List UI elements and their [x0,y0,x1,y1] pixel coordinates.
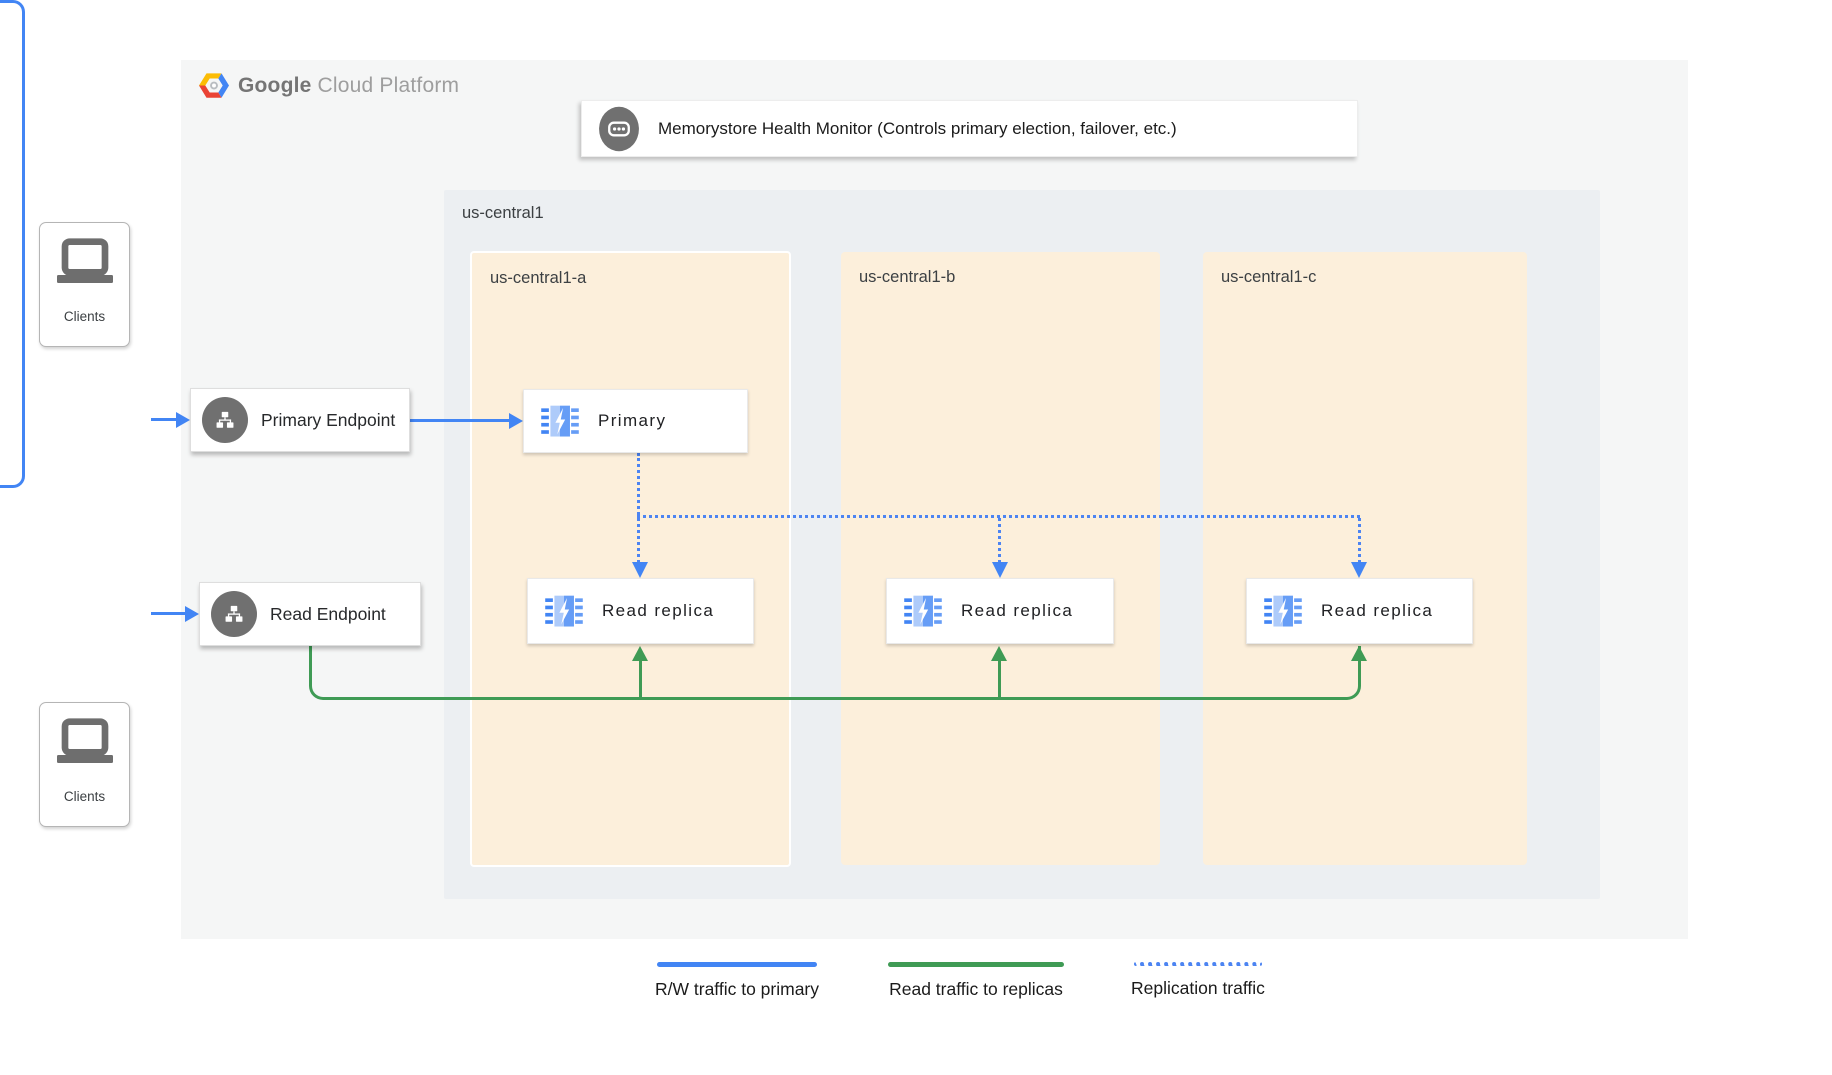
legend-item-rw-traffic: R/W traffic to primary [655,962,819,1000]
read-replica-c-node: Read replica [1246,578,1473,644]
read-branch-replica-b [998,660,1001,698]
arrowhead-into-primary [509,413,523,429]
clients-bottom-node: Clients [39,702,130,827]
zone-b-label: us-central1-b [859,268,956,286]
read-replica-c-label: Read replica [1321,601,1434,620]
laptop-icon [53,237,117,289]
console-dots-icon [596,105,642,153]
zone-a-label: us-central1-a [490,269,587,287]
legend-replication-label: Replication traffic [1131,978,1265,998]
logo-text-cloud-platform: Cloud Platform [317,73,460,97]
replication-arrowhead-replica-b [992,562,1008,578]
gcp-logo: Google Cloud Platform [199,72,459,99]
read-endpoint-node: Read Endpoint [199,582,421,646]
logo-text-google: Google [238,73,312,97]
read-replica-a-label: Read replica [602,601,715,620]
read-endpoint-label: Read Endpoint [270,603,386,624]
read-arrowhead-replica-c [1351,646,1367,661]
legend-read-label: Read traffic to replicas [889,979,1063,999]
rw-to-primary-line [410,419,511,422]
read-branch-replica-a [639,660,642,698]
replication-drop-zone-c [1358,518,1361,563]
clients-traffic-line [0,0,25,488]
arrowhead-into-primary-endpoint [176,412,190,428]
sitemap-icon [202,397,248,443]
arrowhead-into-read-endpoint [185,606,199,622]
rw-branch-line [151,418,179,421]
primary-endpoint-node: Primary Endpoint [190,388,410,452]
zone-us-central1-c: us-central1-c [1203,252,1527,865]
primary-endpoint-label: Primary Endpoint [261,409,396,430]
replication-line-primary-down [637,453,640,563]
memorystore-chip-icon [541,588,587,634]
primary-node: Primary [523,389,748,453]
zone-c-label: us-central1-c [1221,268,1317,286]
clients-top-node: Clients [39,222,130,347]
clients-bottom-label: Clients [63,789,106,804]
read-replica-b-label: Read replica [961,601,1074,620]
region-label: us-central1 [462,204,544,222]
read-replica-a-node: Read replica [527,578,754,644]
replication-arrowhead-replica-c [1351,562,1367,578]
legend-blue-solid-line [657,962,817,967]
laptop-icon [53,717,117,769]
legend-green-solid-line [888,962,1064,967]
region-us-central1: us-central1 us-central1-a us-central1-b … [444,190,1600,899]
legend-rw-label: R/W traffic to primary [655,979,820,999]
memorystore-chip-icon [1260,588,1306,634]
sitemap-icon [211,591,257,637]
health-monitor-box: Memorystore Health Monitor (Controls pri… [581,100,1358,157]
legend-item-read-traffic: Read traffic to replicas [888,962,1064,1000]
memorystore-chip-icon [900,588,946,634]
clients-top-label: Clients [63,309,106,324]
memorystore-chip-icon [537,398,583,444]
read-arrowhead-replica-b [991,646,1007,661]
read-traffic-line [309,646,1361,700]
replication-line-horizontal [637,515,1360,518]
legend-item-replication-traffic: Replication traffic [1131,962,1265,999]
replication-arrowhead-replica-a [632,562,648,578]
read-replica-b-node: Read replica [886,578,1114,644]
primary-label: Primary [598,411,667,430]
read-branch-line [151,612,187,615]
gcp-hexagon-icon [199,72,229,99]
health-monitor-label: Memorystore Health Monitor (Controls pri… [658,118,1177,138]
read-arrowhead-replica-a [632,646,648,661]
replication-drop-zone-b [998,518,1001,563]
zone-us-central1-a: us-central1-a [470,251,791,867]
legend-blue-dotted-line [1133,962,1262,966]
